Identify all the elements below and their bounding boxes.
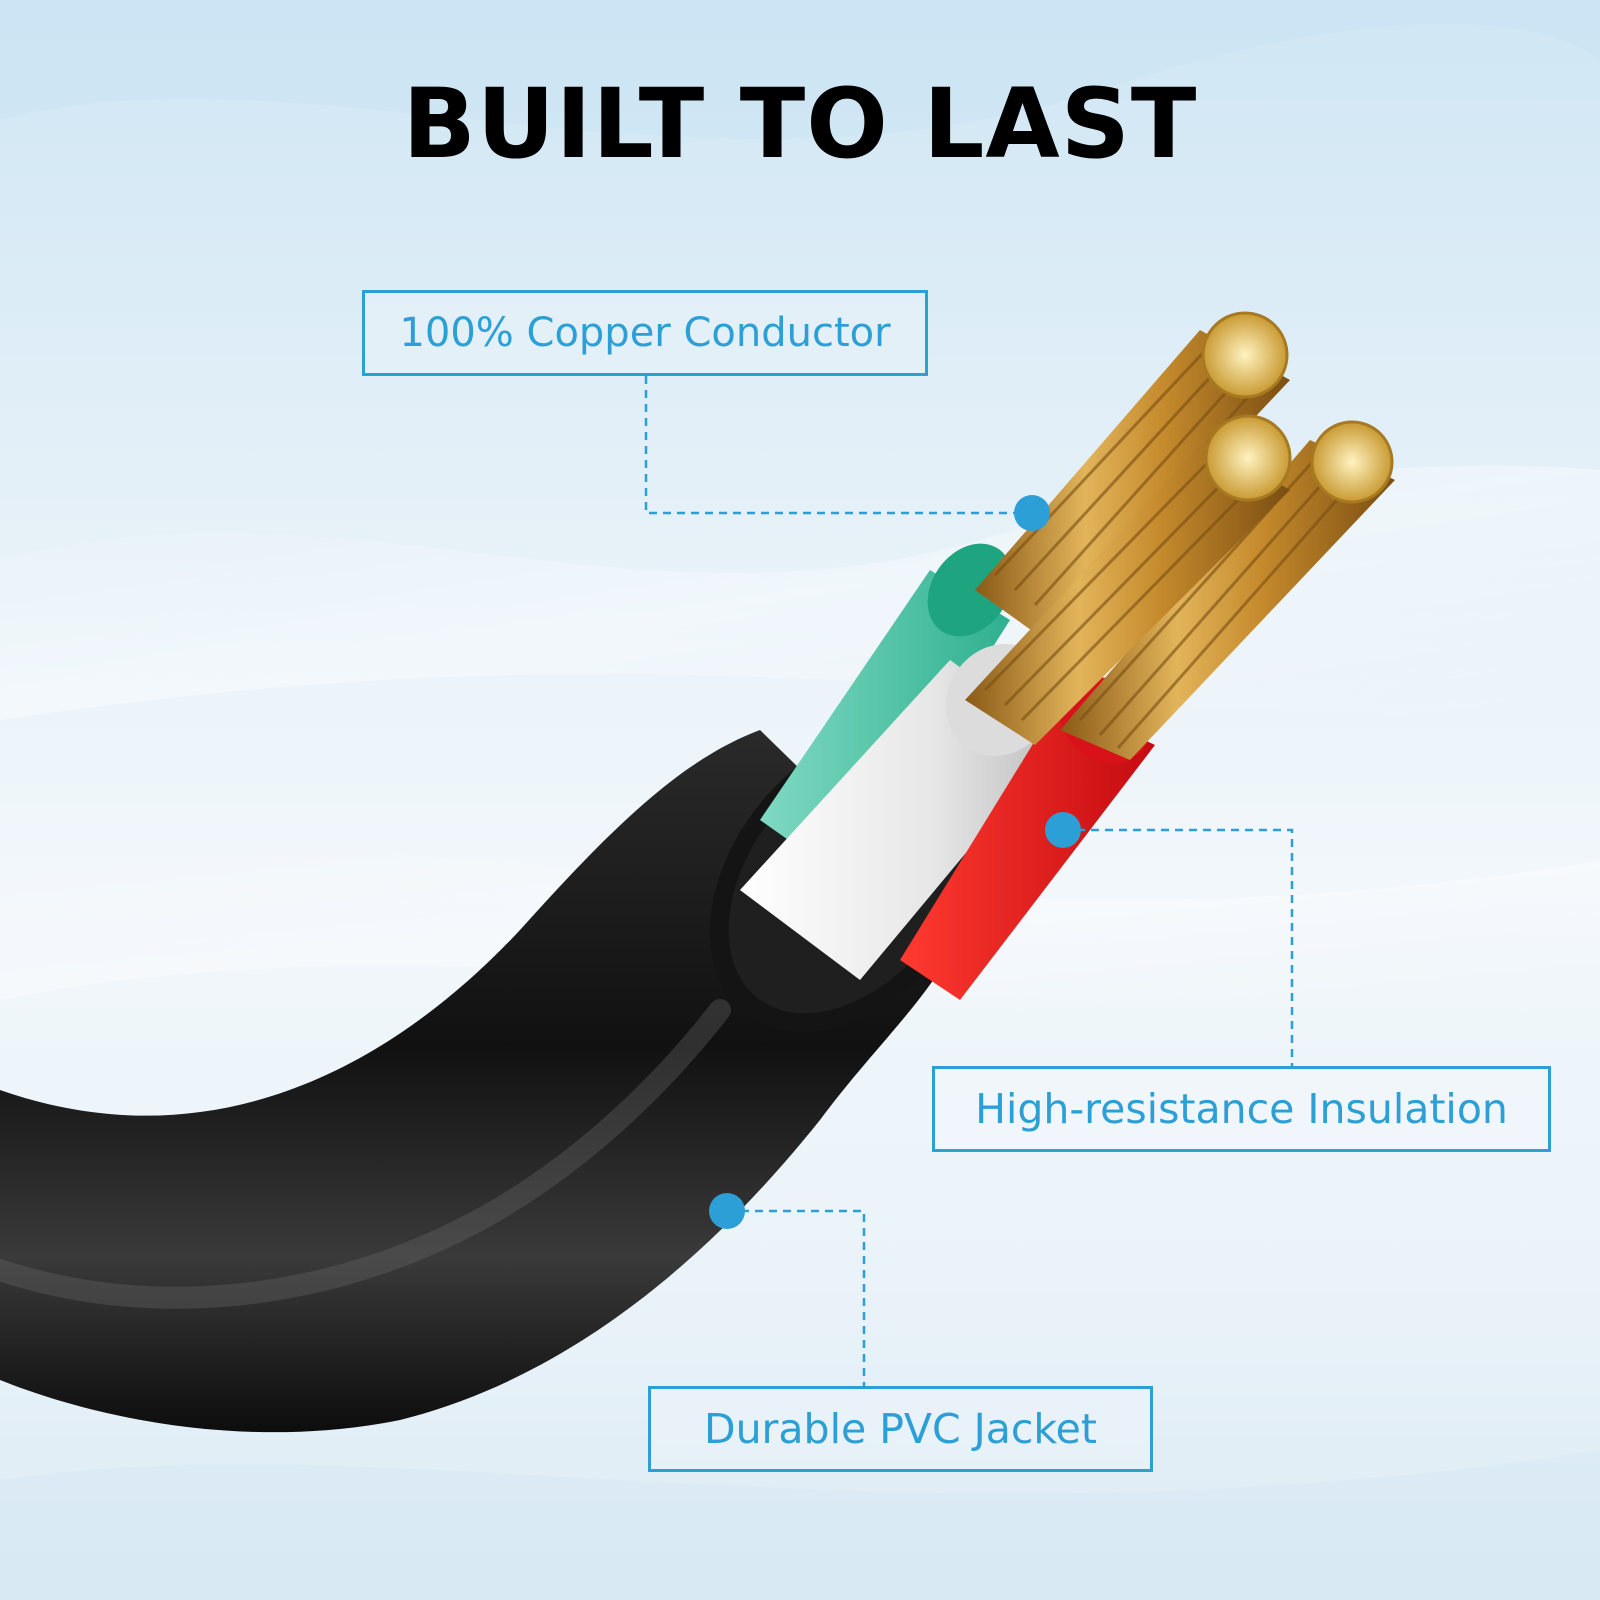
callout-dot-icon <box>1014 495 1050 531</box>
callout-dot-icon <box>1045 812 1081 848</box>
copper-conductors <box>965 311 1395 760</box>
leader-lines <box>644 376 1294 1386</box>
page-title: BUILT TO LAST <box>402 68 1198 180</box>
insulation-label: High-resistance Insulation <box>932 1066 1551 1152</box>
copper-conductor-label: 100% Copper Conductor <box>362 290 928 376</box>
insulated-cores <box>740 543 1155 1000</box>
pvc-jacket-label: Durable PVC Jacket <box>648 1386 1153 1472</box>
callout-dot-icon <box>709 1193 745 1229</box>
